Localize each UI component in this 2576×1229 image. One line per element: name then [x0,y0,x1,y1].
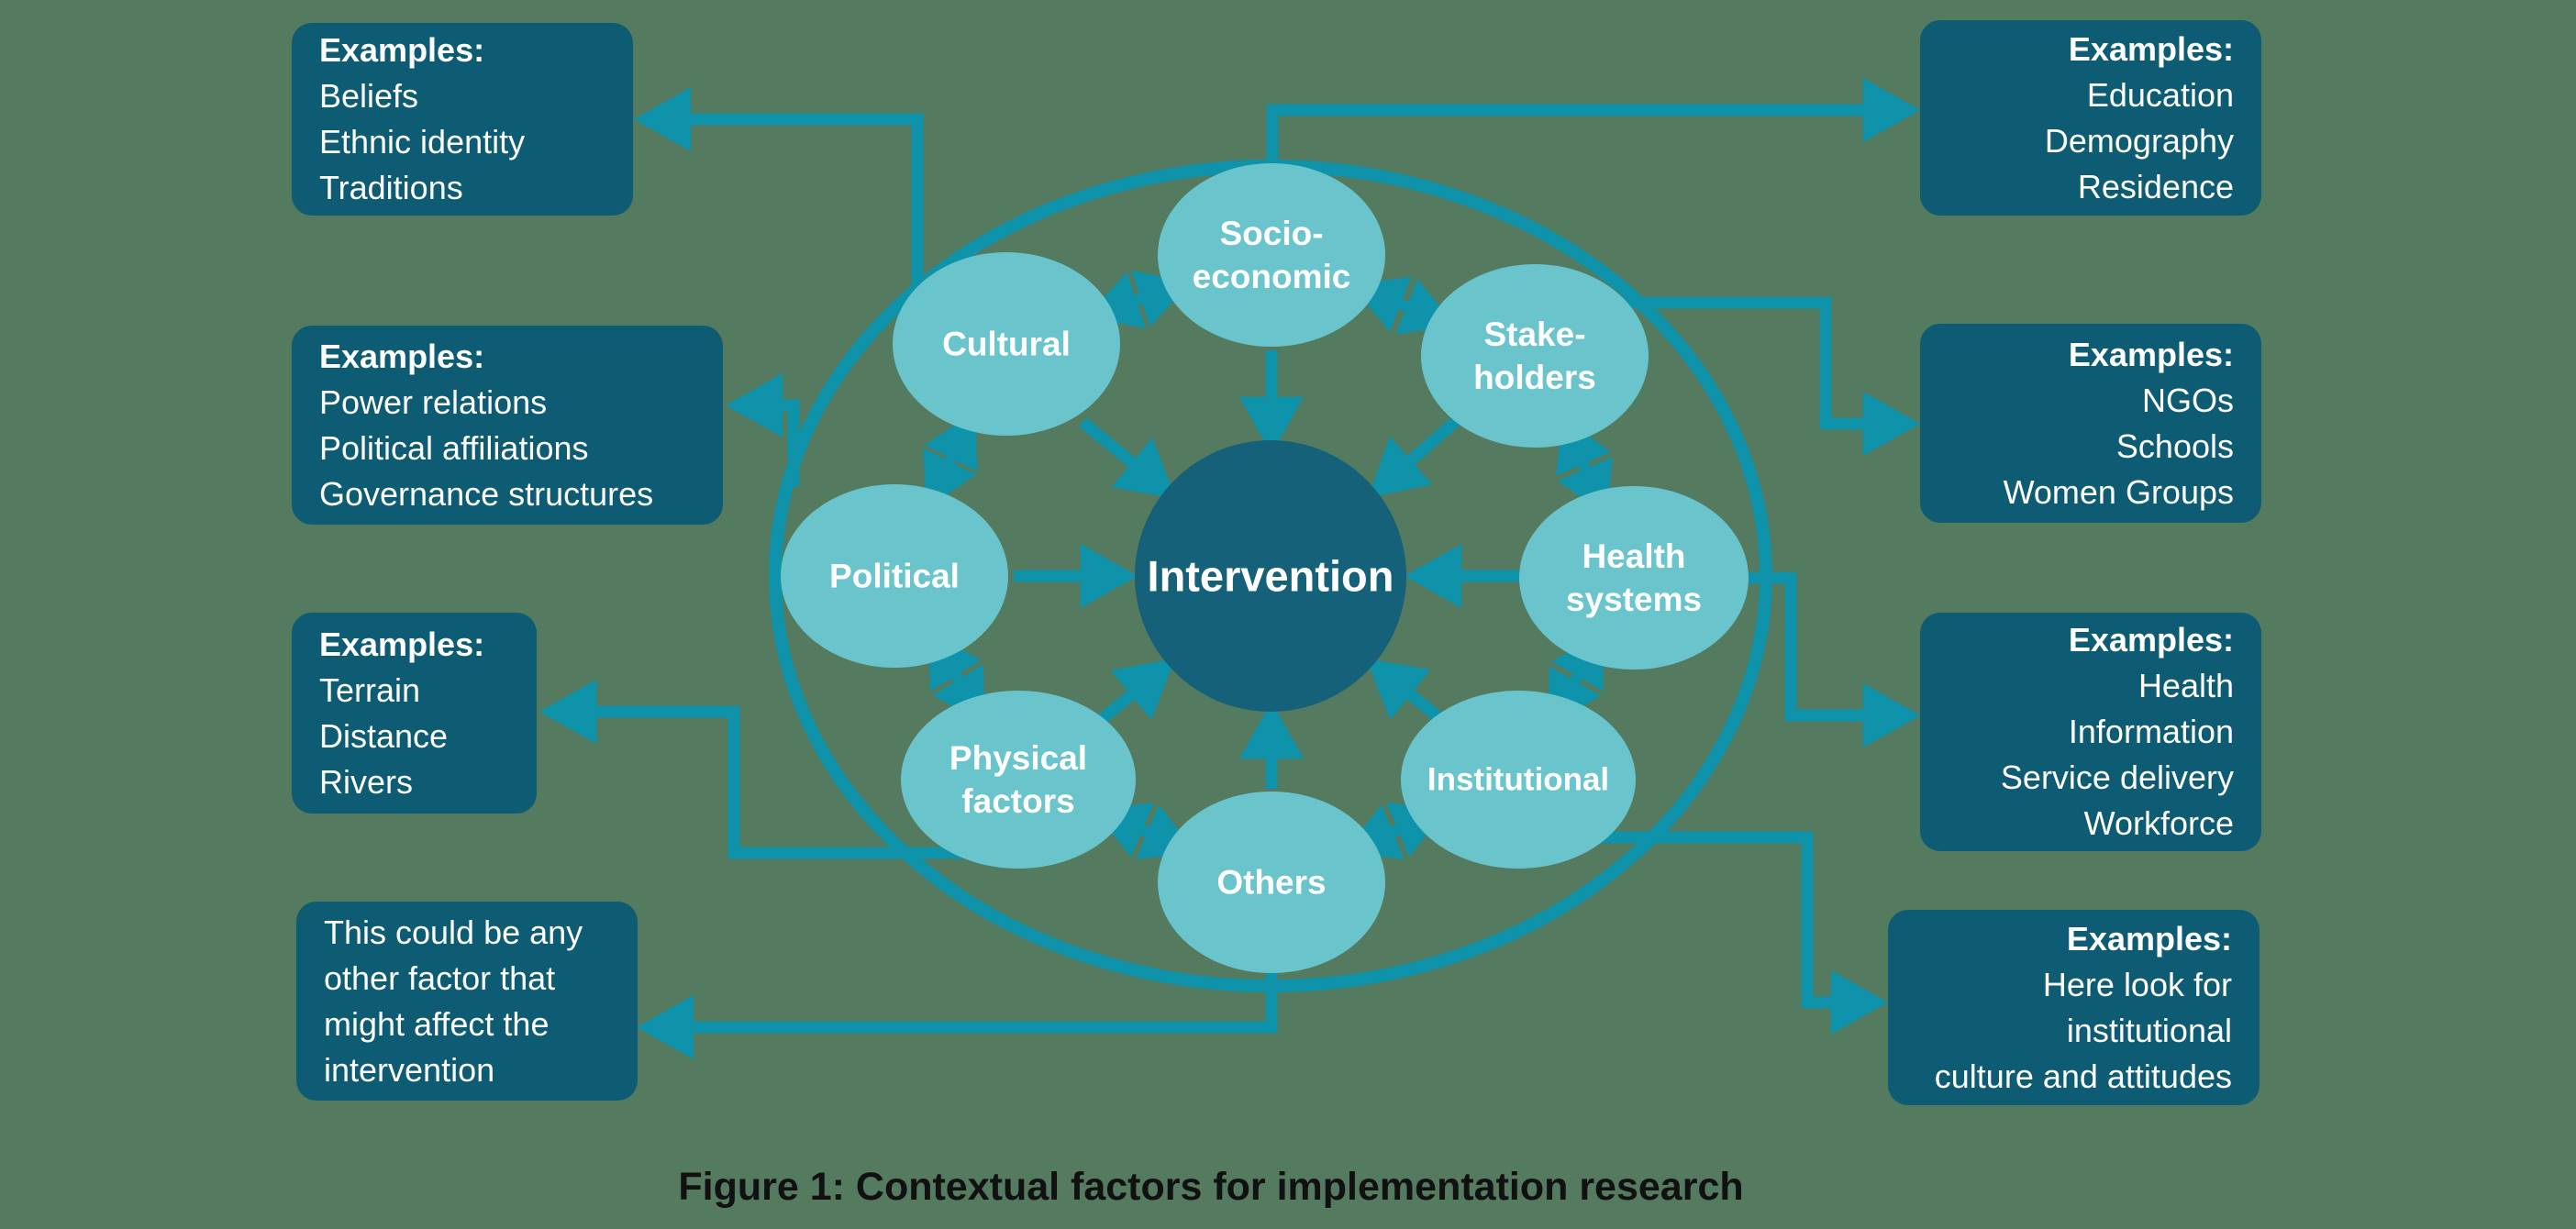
connector-institutional-to-culture-box [1601,831,1889,1035]
examples-box-health-information: Examples: Health Information Service del… [1920,613,2261,851]
connector-healthsystems-to-healthinfo-box [1738,571,1921,748]
link-political-cultural [923,411,978,509]
box-title: Examples: [2068,29,2234,68]
factor-label-health-systems: Health systems [1565,537,1703,618]
factor-label-others: Others [1216,863,1327,902]
ellipse-cultural [893,252,1120,436]
box-title: Examples: [319,31,485,69]
ellipse-stake-holders [1421,264,1649,448]
factor-label-socio-economic: Socio- economic [1192,215,1351,295]
examples-box-institutional-culture: Examples: Here look for institutional cu… [1888,910,2260,1105]
other-factor-note-box: This could be any other factor that migh… [296,902,638,1101]
figure-caption: Figure 1: Contextual factors for impleme… [678,1165,1744,1209]
spoke-stakeholders [1368,410,1468,498]
box-lines: Beliefs Ethnic identity Traditions [319,77,526,206]
factor-label-cultural: Cultural [942,325,1071,363]
connector-others-to-note-box [636,963,1278,1060]
box-lines: Education Demography Residence [2044,75,2234,205]
factor-label-stake-holders: Stake- holders [1473,316,1596,396]
box-title: Examples: [2066,919,2232,958]
connector-socioeconomic-to-education-box [1266,77,1921,165]
factor-label-political: Political [829,557,960,595]
factor-label-institutional: Institutional [1427,761,1610,798]
factor-label-physical-factors: Physical factors [949,739,1088,820]
ellipse-health-systems [1519,486,1749,670]
box-title: Examples: [319,625,485,663]
box-lines: Terrain Distance Rivers [319,670,449,801]
intervention-label: Intervention [1147,551,1394,601]
ellipse-others [1158,792,1385,973]
box-title: Examples: [2068,621,2234,659]
connector-political-to-power-box [725,372,800,486]
examples-box-power-relations: Examples: Power relations Political affi… [292,326,723,525]
examples-box-beliefs: Examples: Beliefs Ethnic identity Tradit… [292,23,633,216]
box-lines: NGOs Schools Women Groups [2003,381,2234,511]
spoke-cultural [1078,416,1177,499]
intervention-circle [1135,440,1406,712]
box-lines: Here look for institutional culture and … [1934,965,2232,1095]
box-lines: Health Information Service delivery Work… [2000,667,2234,842]
ellipse-institutional [1401,691,1636,869]
examples-box-terrain: Examples: Terrain Distance Rivers [292,613,537,814]
box-title: Examples: [2068,335,2234,373]
connector-cultural-to-beliefs-box [633,86,924,303]
connector-physical-to-terrain-box [539,679,991,859]
ellipse-socio-economic [1158,163,1385,347]
examples-box-ngos: Examples: NGOs Schools Women Groups [1920,324,2261,523]
box-title: Examples: [319,337,485,375]
factor-ellipses [781,163,1749,973]
examples-box-education: Examples: Education Demography Residence [1920,20,2261,216]
connector-stakeholders-to-ngos-box [1615,296,1921,457]
box-lines: Power relations Political affiliations G… [319,382,654,513]
ellipse-political [781,484,1008,668]
box-lines: This could be any other factor that migh… [324,913,583,1089]
ellipse-physical-factors [901,691,1136,869]
